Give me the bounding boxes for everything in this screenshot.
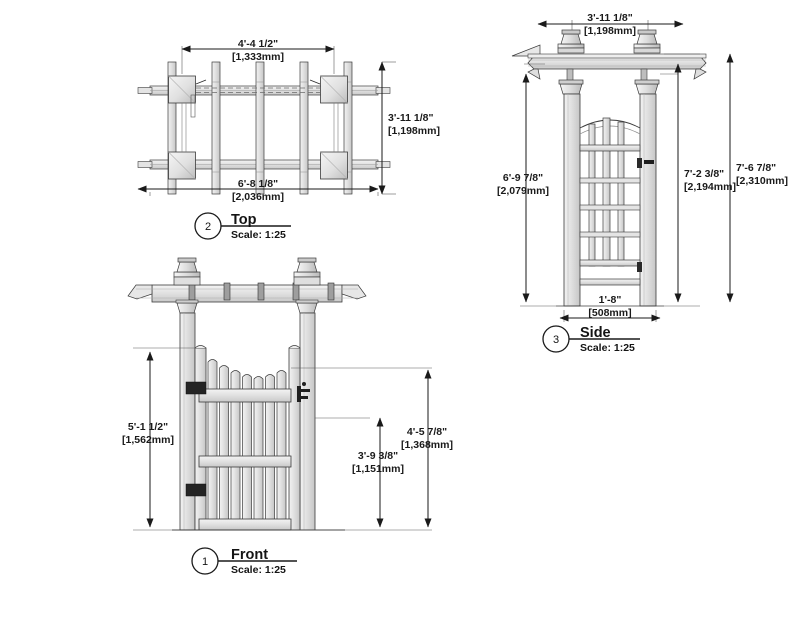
view-callout-side[interactable]: 3 Side Scale: 1:25	[542, 325, 640, 354]
dim-top-outer-width-imperial: 6'-8 1/8"	[238, 178, 278, 190]
hinge-lower	[185, 483, 207, 497]
finial-right-front	[293, 257, 321, 286]
view-callout-top[interactable]: 2 Top Scale: 1:25	[194, 212, 291, 241]
side-view-finials	[557, 29, 661, 54]
dim-side-overall-height-imperial: 7'-6 7/8"	[736, 162, 776, 174]
dim-top-depth-metric: [1,198mm]	[388, 125, 440, 137]
view-scale-top: Scale: 1:25	[231, 229, 286, 241]
dim-front-picket-height-imperial: 4'-5 7/8"	[407, 426, 447, 438]
view-title-front: Front	[231, 547, 268, 563]
view-scale-front: Scale: 1:25	[231, 564, 286, 576]
view-scale-side: Scale: 1:25	[580, 342, 635, 354]
side-view-dimension-lines	[522, 20, 734, 322]
front-view-extension-lines	[133, 347, 432, 531]
hinge-upper	[185, 381, 207, 395]
callout-number-front: 1	[202, 556, 208, 568]
top-view-hidden-lines	[181, 79, 339, 152]
dim-side-arbor-height-imperial: 7'-2 3/8"	[684, 168, 724, 180]
dim-side-post-height-metric: [2,079mm]	[497, 185, 549, 197]
view-front: 5'-1 1/2" [1,562mm] 3'-9 3/8" [1,151mm] …	[122, 257, 453, 576]
view-side: 3'-11 1/8" [1,198mm] 6'-9 7/8" [2,079mm]…	[497, 12, 788, 354]
dim-front-post-height-imperial: 5'-1 1/2"	[128, 421, 168, 433]
dim-side-top-width-imperial: 3'-11 1/8"	[587, 12, 632, 24]
front-view-dimension-lines	[146, 351, 432, 528]
view-title-side: Side	[580, 325, 611, 341]
top-view-purlins	[167, 61, 353, 195]
dim-side-arbor-height-metric: [2,194mm]	[684, 181, 736, 193]
dim-top-outer-width-metric: [2,036mm]	[232, 191, 284, 203]
finial-left-front	[173, 257, 201, 286]
dim-front-gate-height-imperial: 3'-9 3/8"	[358, 450, 398, 462]
dim-front-gate-height-metric: [1,151mm]	[352, 463, 404, 475]
front-view-gate-rails	[198, 388, 292, 531]
finial-right	[633, 29, 661, 54]
side-view-post-collars	[558, 79, 660, 95]
view-top: 4'-4 1/2" [1,333mm] 6'-8 1/8" [2,036mm] …	[137, 38, 440, 241]
callout-number-side: 3	[553, 334, 559, 346]
finial-left	[557, 29, 585, 54]
side-view-lattice-panel	[579, 117, 641, 286]
front-view-post-collars	[175, 299, 319, 314]
front-view-finials	[173, 257, 321, 286]
dim-side-post-height-imperial: 6'-9 7/8"	[503, 172, 543, 184]
dim-front-post-height-metric: [1,562mm]	[122, 434, 174, 446]
dim-front-picket-height-metric: [1,368mm]	[401, 439, 453, 451]
side-view-gate-hardware	[637, 158, 654, 272]
side-view-bolts	[566, 68, 648, 82]
dim-side-overall-height-metric: [2,310mm]	[736, 175, 788, 187]
top-view-dimension-lines	[137, 45, 386, 195]
view-title-top: Top	[231, 212, 257, 228]
dim-top-inner-width-imperial: 4'-4 1/2"	[238, 38, 278, 50]
dim-side-base-width-metric: [508mm]	[588, 307, 631, 319]
dim-side-top-width-metric: [1,198mm]	[584, 25, 636, 37]
side-view-extension-lines	[520, 20, 700, 322]
front-view-hinges	[185, 381, 207, 497]
dim-side-base-width-imperial: 1'-8"	[599, 294, 622, 306]
front-view-pickets	[207, 359, 287, 531]
view-callout-front[interactable]: 1 Front Scale: 1:25	[191, 547, 297, 576]
front-view-latch	[297, 382, 310, 402]
dim-top-depth-imperial: 3'-11 1/8"	[388, 112, 433, 124]
callout-number-top: 2	[205, 221, 211, 233]
top-view-post-caps	[168, 75, 348, 180]
dim-top-inner-width-metric: [1,333mm]	[232, 51, 284, 63]
side-view-posts	[563, 93, 657, 307]
